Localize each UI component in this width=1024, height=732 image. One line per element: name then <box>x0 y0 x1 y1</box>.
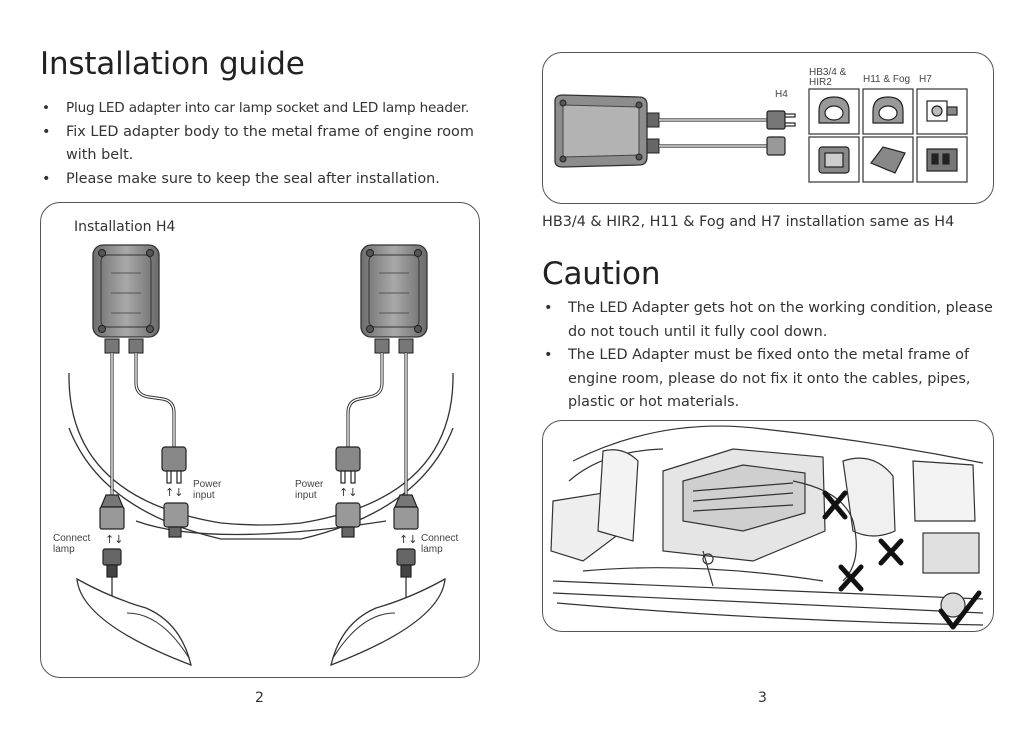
h11-fog-label: H11 & Fog <box>863 74 910 85</box>
engine-room-illustration <box>542 420 994 632</box>
engine-outline <box>550 425 984 626</box>
right-cables <box>346 353 408 503</box>
right-power-plug <box>335 446 361 538</box>
hb34-label: HB3/4 & <box>809 67 847 78</box>
page-number: 3 <box>758 690 767 706</box>
bullet-item: The LED Adapter gets hot on the working … <box>542 297 1000 344</box>
bullet-item: Fix LED adapter body to the metal frame … <box>40 121 480 168</box>
left-power-plug <box>161 446 189 538</box>
engine-room-drawing <box>550 425 984 630</box>
bullet-item: Please make sure to keep the seal after … <box>40 168 480 192</box>
h4-label: H4 <box>775 89 788 100</box>
connector-types-diagram: H4 HB3/4 & HIR2 H11 & Fog H7 <box>542 52 994 204</box>
page-number: 2 <box>255 690 264 706</box>
right-led-adapter <box>360 244 428 354</box>
left-lamp-connector <box>99 494 125 601</box>
caution-title: Caution <box>542 256 661 292</box>
right-lamp-connector <box>393 494 419 601</box>
led-adapter-body <box>554 94 660 168</box>
diagram-title: Installation H4 <box>74 219 176 235</box>
left-led-adapter <box>92 244 160 354</box>
hir2-label: HIR2 <box>809 77 832 88</box>
right-lamp-lens <box>330 577 446 667</box>
bullet-item: The LED Adapter must be fixed onto the m… <box>542 344 1000 415</box>
left-cables <box>110 353 176 503</box>
arrow-icon: ↑↓ <box>165 486 183 499</box>
connector-illustration: H4 HB3/4 & HIR2 H11 & Fog H7 <box>554 67 968 183</box>
arrow-icon: ↑↓ <box>399 533 417 546</box>
installation-bullets: Plug LED adapter into car lamp socket an… <box>40 97 480 191</box>
arrow-icon: ↑↓ <box>339 486 357 499</box>
left-lamp-lens <box>76 577 192 667</box>
correct-placement-icon <box>938 590 982 630</box>
wrong-placement-icon <box>878 538 904 566</box>
left-page: Installation guide Plug LED adapter into… <box>0 0 512 732</box>
h4-diagram-illustration: Installation H4 <box>53 219 458 667</box>
installation-h4-diagram: Installation H4 <box>40 202 480 678</box>
installation-caption: HB3/4 & HIR2, H11 & Fog and H7 installat… <box>542 214 955 230</box>
wrong-placement-icon <box>838 564 864 592</box>
wrong-placement-icon <box>822 490 848 520</box>
caution-bullets: The LED Adapter gets hot on the working … <box>542 297 1000 415</box>
arrow-icon: ↑↓ <box>105 533 123 546</box>
right-page: H4 HB3/4 & HIR2 H11 & Fog H7 <box>512 0 1024 732</box>
h4-plug <box>766 110 796 156</box>
installation-guide-title: Installation guide <box>40 46 305 82</box>
h11-plug-icon <box>870 146 906 174</box>
bullet-item: Plug LED adapter into car lamp socket an… <box>40 97 480 121</box>
h7-label: H7 <box>919 74 932 85</box>
